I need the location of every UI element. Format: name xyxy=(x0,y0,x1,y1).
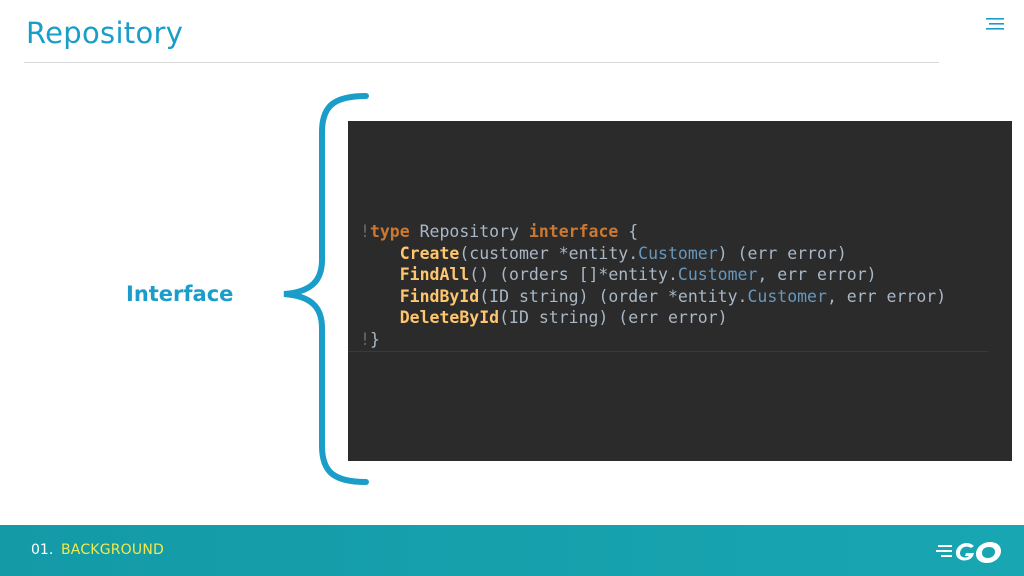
code-text: } xyxy=(369,329,380,349)
section-name: BACKGROUND xyxy=(61,542,164,558)
code-method-name: FindAll xyxy=(399,265,470,284)
code-keyword: type xyxy=(369,222,410,241)
code-entity-name: Customer xyxy=(747,286,827,306)
code-screenshot: !type Repository interface { Create(cust… xyxy=(348,121,1012,461)
footer-bar: 01. BACKGROUND xyxy=(0,525,1024,576)
code-editor-area xyxy=(348,210,988,461)
code-method-name: DeleteById xyxy=(399,308,500,327)
code-gutter-mark: ! xyxy=(360,329,370,349)
code-text: ) (err error) xyxy=(717,243,847,263)
code-text: { xyxy=(618,222,639,241)
code-method-name: Create xyxy=(399,243,460,263)
code-text: (ID string) (order *entity. xyxy=(479,286,748,306)
code-entity-name: Customer xyxy=(677,265,758,284)
title-divider xyxy=(24,62,939,63)
slide-title: Repository xyxy=(26,16,184,50)
code-text: (customer *entity. xyxy=(459,243,639,263)
code-type-name: Repository xyxy=(409,222,529,241)
code-entity-name: Customer xyxy=(638,243,718,263)
code-separator xyxy=(348,351,988,352)
code-listing: !type Repository interface { Create(cust… xyxy=(360,221,946,350)
code-gutter-mark: ! xyxy=(360,222,370,241)
code-method-name: FindById xyxy=(399,286,480,306)
interface-label: Interface xyxy=(126,282,234,306)
code-text: , err error) xyxy=(826,286,947,306)
section-number: 01. xyxy=(31,542,54,558)
code-text: () (orders []*entity. xyxy=(469,265,678,284)
code-text: , err error) xyxy=(757,265,877,284)
go-logo-icon xyxy=(936,542,1001,563)
menu-lines-icon[interactable] xyxy=(986,17,1004,31)
curly-brace-icon xyxy=(283,93,369,485)
code-text: (ID string) (err error) xyxy=(499,308,728,327)
code-keyword: interface xyxy=(528,222,619,241)
